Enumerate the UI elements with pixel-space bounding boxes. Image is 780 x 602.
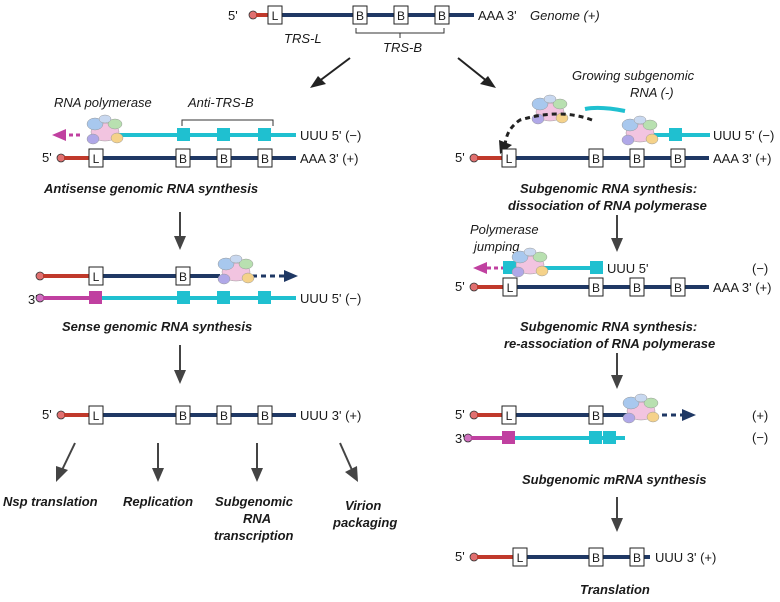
svg-text:B: B [179, 270, 187, 284]
svg-text:Subgenomic RNA synthesis:: Subgenomic RNA synthesis: [520, 181, 697, 196]
svg-text:B: B [356, 9, 364, 23]
svg-text:5': 5' [455, 549, 465, 564]
svg-text:L: L [506, 409, 513, 423]
svg-text:(−): (−) [752, 261, 768, 276]
svg-text:B: B [592, 409, 600, 423]
svg-text:3': 3' [28, 292, 38, 307]
polymerase-icon [621, 115, 659, 146]
svg-text:jumping: jumping [472, 239, 520, 254]
svg-text:B: B [438, 9, 446, 23]
trs-b-label: TRS-B [383, 40, 422, 55]
svg-text:L: L [93, 409, 100, 423]
svg-text:B: B [674, 152, 682, 166]
svg-text:L: L [507, 281, 514, 295]
svg-text:B: B [592, 281, 600, 295]
genome-tail: AAA 3' [478, 8, 517, 23]
outcome-sg-2: RNA [243, 511, 271, 526]
svg-text:5': 5' [455, 407, 465, 422]
outcome-virion-1: Virion [345, 498, 381, 513]
svg-text:UUU 3' (+): UUU 3' (+) [655, 550, 716, 565]
svg-text:UUU 3' (+): UUU 3' (+) [300, 408, 361, 423]
svg-text:B: B [220, 409, 228, 423]
polymerase-icon [86, 114, 124, 145]
genome-label: Genome (+) [530, 8, 600, 23]
svg-text:UUU 5' (−): UUU 5' (−) [300, 128, 361, 143]
svg-text:B: B [633, 551, 641, 565]
genome-5prime: 5' [228, 8, 238, 23]
svg-text:re-association of RNA polymera: re-association of RNA polymerase [504, 336, 715, 351]
svg-text:Growing subgenomic: Growing subgenomic [572, 68, 695, 83]
svg-text:UUU 5' (−): UUU 5' (−) [713, 128, 774, 143]
svg-text:(+): (+) [752, 408, 768, 423]
svg-text:B: B [220, 152, 228, 166]
step-antisense-title: Antisense genomic RNA synthesis [43, 181, 258, 196]
svg-text:B: B [633, 281, 641, 295]
svg-text:L: L [517, 551, 524, 565]
svg-text:B: B [179, 152, 187, 166]
genome-strand: 5' L B B B AAA 3' Genome (+) TRS-L TRS-B [228, 5, 600, 55]
svg-text:L: L [93, 270, 100, 284]
svg-text:5': 5' [42, 150, 52, 165]
svg-text:AAA 3' (+): AAA 3' (+) [713, 280, 771, 295]
svg-text:5': 5' [42, 407, 52, 422]
svg-text:B: B [592, 551, 600, 565]
polymerase-icon [217, 254, 255, 285]
svg-text:RNA (-): RNA (-) [630, 85, 674, 100]
svg-text:L: L [93, 152, 100, 166]
outcome-virion-2: packaging [332, 515, 397, 530]
svg-text:Subgenomic mRNA synthesis: Subgenomic mRNA synthesis [522, 472, 706, 487]
body-box [434, 5, 450, 25]
outcome-sg-1: Subgenomic [215, 494, 294, 509]
body-box [352, 5, 368, 25]
svg-text:UUU 5': UUU 5' [607, 261, 649, 276]
outcome-sg-3: transcription [214, 528, 294, 543]
polymerase-icon [622, 393, 660, 424]
svg-text:Polymerase: Polymerase [470, 222, 539, 237]
svg-text:B: B [179, 409, 187, 423]
body-box [393, 5, 409, 25]
svg-text:AAA 3' (+): AAA 3' (+) [300, 151, 358, 166]
svg-text:AAA 3' (+): AAA 3' (+) [713, 151, 771, 166]
step-sense-title: Sense genomic RNA synthesis [62, 319, 252, 334]
trs-l-label: TRS-L [284, 31, 322, 46]
svg-text:L: L [272, 9, 279, 23]
anti-trs-b-label: Anti-TRS-B [187, 95, 254, 110]
svg-text:B: B [261, 152, 269, 166]
outcome-nsp: Nsp translation [3, 494, 98, 509]
svg-text:B: B [397, 9, 405, 23]
svg-text:dissociation of RNA polymerase: dissociation of RNA polymerase [508, 198, 707, 213]
svg-text:Subgenomic RNA synthesis:: Subgenomic RNA synthesis: [520, 319, 697, 334]
svg-text:(−): (−) [752, 430, 768, 445]
svg-text:5': 5' [455, 150, 465, 165]
svg-text:3': 3' [455, 431, 465, 446]
svg-text:B: B [674, 281, 682, 295]
polymerase-icon [511, 247, 549, 278]
cap-icon [248, 10, 258, 20]
rna-polymerase-label: RNA polymerase [54, 95, 152, 110]
svg-text:B: B [261, 409, 269, 423]
polymerase-icon [531, 94, 569, 125]
svg-text:B: B [633, 152, 641, 166]
svg-text:B: B [592, 152, 600, 166]
svg-text:Translation: Translation [580, 582, 650, 597]
outcome-replication: Replication [123, 494, 193, 509]
svg-text:5': 5' [455, 279, 465, 294]
leader-box [267, 5, 283, 25]
svg-text:L: L [506, 152, 513, 166]
svg-text:UUU 5' (−): UUU 5' (−) [300, 291, 361, 306]
